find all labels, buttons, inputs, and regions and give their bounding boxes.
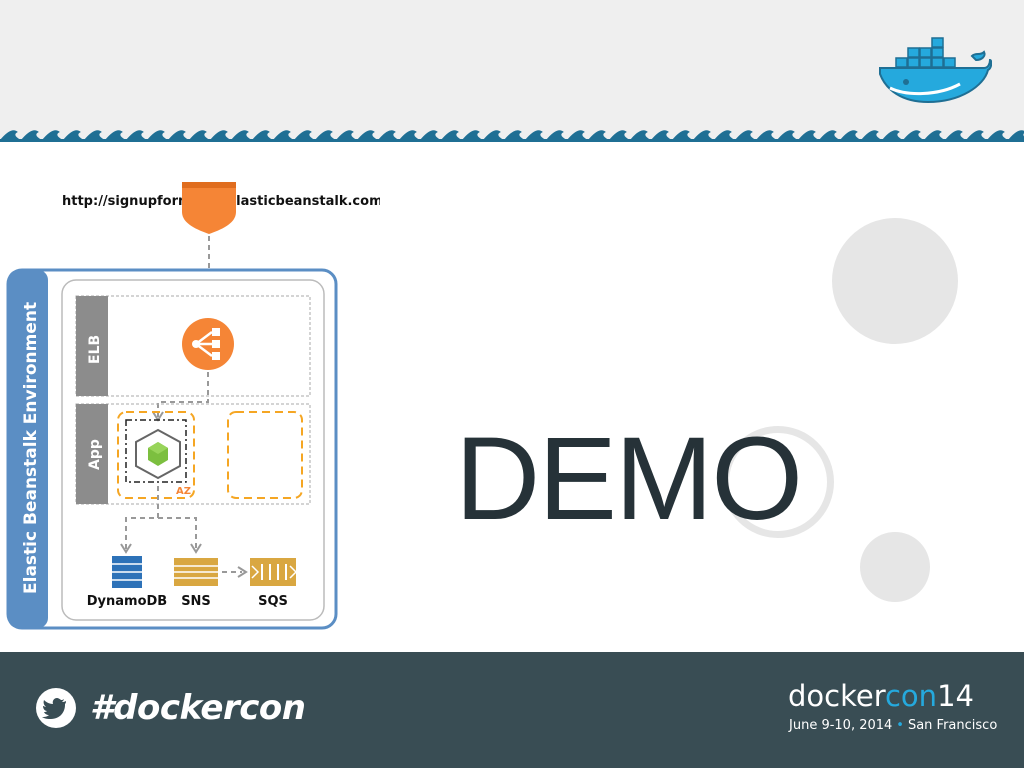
architecture-diagram: http://signupform-env.elasticbeanstalk.c… [6, 182, 380, 630]
dynamodb-icon [112, 556, 142, 588]
twitter-bird-icon[interactable] [36, 688, 76, 728]
brand-part-year: 14 [937, 679, 974, 713]
slide-title: DEMO [455, 413, 803, 545]
event-info: June 9-10, 2014•San Francisco [789, 718, 997, 733]
decorative-circle-large [832, 218, 958, 344]
docker-whale-icon [879, 37, 992, 104]
tier-elb-label: ELB [87, 335, 103, 364]
service-label-sns: SNS [181, 594, 211, 609]
sqs-icon [250, 558, 298, 586]
service-label-dynamodb: DynamoDB [87, 594, 167, 609]
ec2-instance-icon [135, 428, 181, 480]
brand-part-con: con [884, 679, 938, 713]
event-city: San Francisco [907, 718, 998, 733]
dockercon-logo: dockercon14 [788, 679, 974, 713]
environment-label: Elastic Beanstalk Environment [21, 302, 41, 594]
elb-icon [182, 318, 234, 370]
brand-part-docker: docker [788, 679, 885, 713]
az-label: AZ [176, 486, 191, 497]
event-separator: • [896, 718, 904, 733]
hashtag-text[interactable]: #dockercon [90, 688, 306, 728]
tier-app-label: App [87, 439, 103, 470]
decorative-circle-ring [722, 426, 834, 538]
sns-icon [174, 558, 218, 586]
footer-bar [0, 652, 1024, 768]
decorative-circle-small [860, 532, 930, 602]
service-label-sqs: SQS [258, 594, 288, 609]
event-dates: June 9-10, 2014 [789, 718, 893, 733]
route53-shield-icon [182, 182, 236, 234]
wave-divider [0, 120, 1024, 148]
